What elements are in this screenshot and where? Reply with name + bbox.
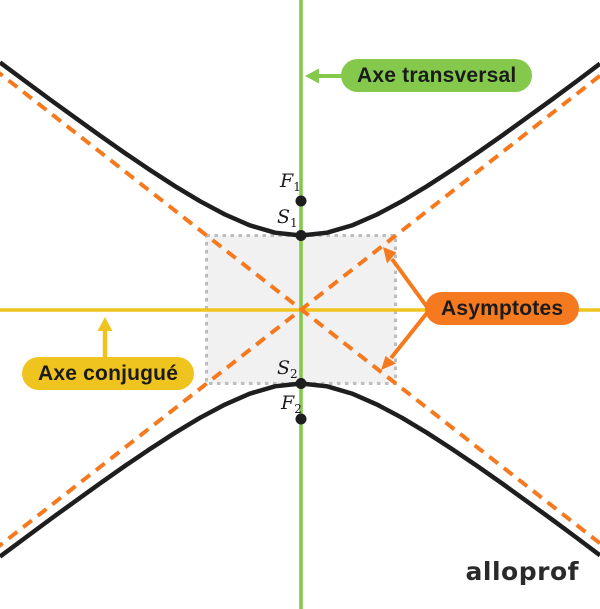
focus-f1-point [295, 195, 307, 207]
focus-f1-letter: F [280, 170, 294, 192]
transversal-arrow [305, 68, 342, 84]
conjugate-axis-label: Axe conjugué [22, 357, 195, 390]
vertex-s1-letter: S [277, 206, 291, 228]
vertex-s2-label: S2 [277, 357, 298, 381]
focus-f2-point [295, 413, 307, 425]
vertex-s1-point [295, 230, 307, 241]
transversal-axis-label: Axe transversal [341, 59, 533, 92]
asymptote-line-ascending [0, 73, 600, 548]
asymptotes-arrow-lower [381, 311, 429, 370]
conjugate-arrow [97, 317, 113, 358]
focus-f2-subscript: 2 [294, 402, 302, 416]
vertex-s1-label: S1 [277, 206, 298, 230]
vertex-s2-subscript: 2 [290, 367, 298, 381]
vertex-s1-subscript: 1 [290, 216, 298, 230]
asymptotes-label: Asymptotes [425, 292, 580, 325]
asymptotes-arrow-upper [383, 247, 429, 309]
focus-f2-label: F2 [281, 392, 302, 416]
focus-f1-label: F1 [280, 170, 301, 194]
focus-f1-subscript: 1 [293, 180, 301, 194]
alloprof-logo: alloprof [465, 557, 579, 586]
focus-f2-letter: F [281, 392, 295, 414]
vertex-s2-letter: S [277, 357, 291, 379]
vertex-s2-point [295, 378, 307, 389]
